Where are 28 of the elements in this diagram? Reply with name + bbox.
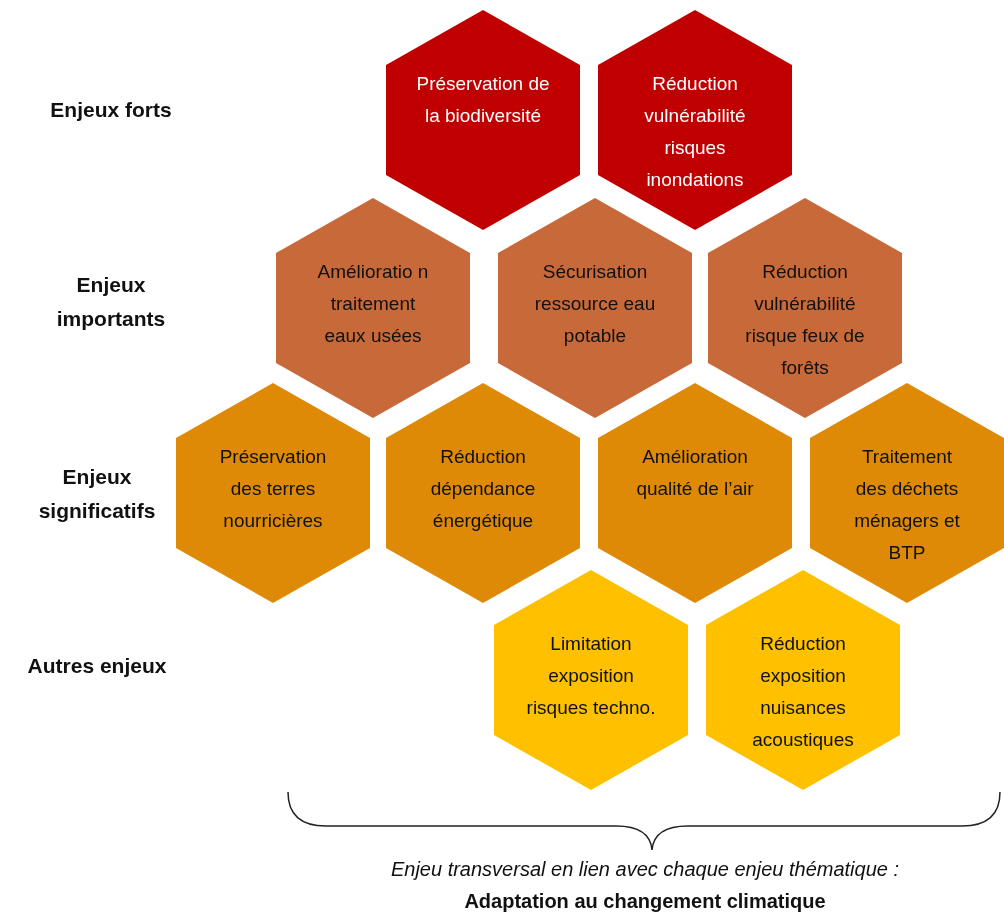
hexagon-tile <box>386 383 580 603</box>
hexagon-text: Traitement des déchets ménagers et BTP <box>853 445 961 565</box>
hexagon-text: Préservation des terres nourricières <box>218 445 328 533</box>
hexagon-text: Préservation de la biodiversité <box>415 72 551 128</box>
row-label: Enjeux significatifs <box>37 464 157 524</box>
hexagon-text: Amélioration qualité de l’air <box>635 445 755 501</box>
row-label: Autres enjeux <box>26 653 168 679</box>
row-label: Enjeux importants <box>55 272 167 332</box>
hexagon-tile <box>810 383 1004 603</box>
hexagon-tile <box>708 198 902 418</box>
hexagon-text: Réduction dépendance énergétique <box>429 445 537 533</box>
hexagon-tile <box>598 10 792 230</box>
hexagon-tile <box>276 198 470 418</box>
hexagon-tile <box>494 570 688 790</box>
row-label: Enjeux forts <box>49 97 173 123</box>
hexagon-text: Amélioratio n traitement eaux usées <box>316 260 430 348</box>
hexagon-tile <box>386 10 580 230</box>
hexagon-text: Limitation exposition risques techno. <box>526 632 656 720</box>
caption-title: Adaptation au changement climatique <box>463 889 827 914</box>
hexagon-text: Réduction vulnérabilité risque feux de forêts <box>744 260 866 380</box>
hexagon-tile <box>598 383 792 603</box>
hexagon-tile <box>176 383 370 603</box>
hexagon-tile <box>498 198 692 418</box>
hexagon-text: Réduction vulnérabilité risques inondations <box>643 72 747 192</box>
hexagon-text: Sécurisation ressource eau potable <box>533 260 657 348</box>
hexagon-tile <box>706 570 900 790</box>
hexagon-text: Réduction exposition nuisances acoustiques <box>751 632 855 752</box>
caption-text: Enjeu transversal en lien avec chaque enjeu thématique : <box>389 857 901 882</box>
